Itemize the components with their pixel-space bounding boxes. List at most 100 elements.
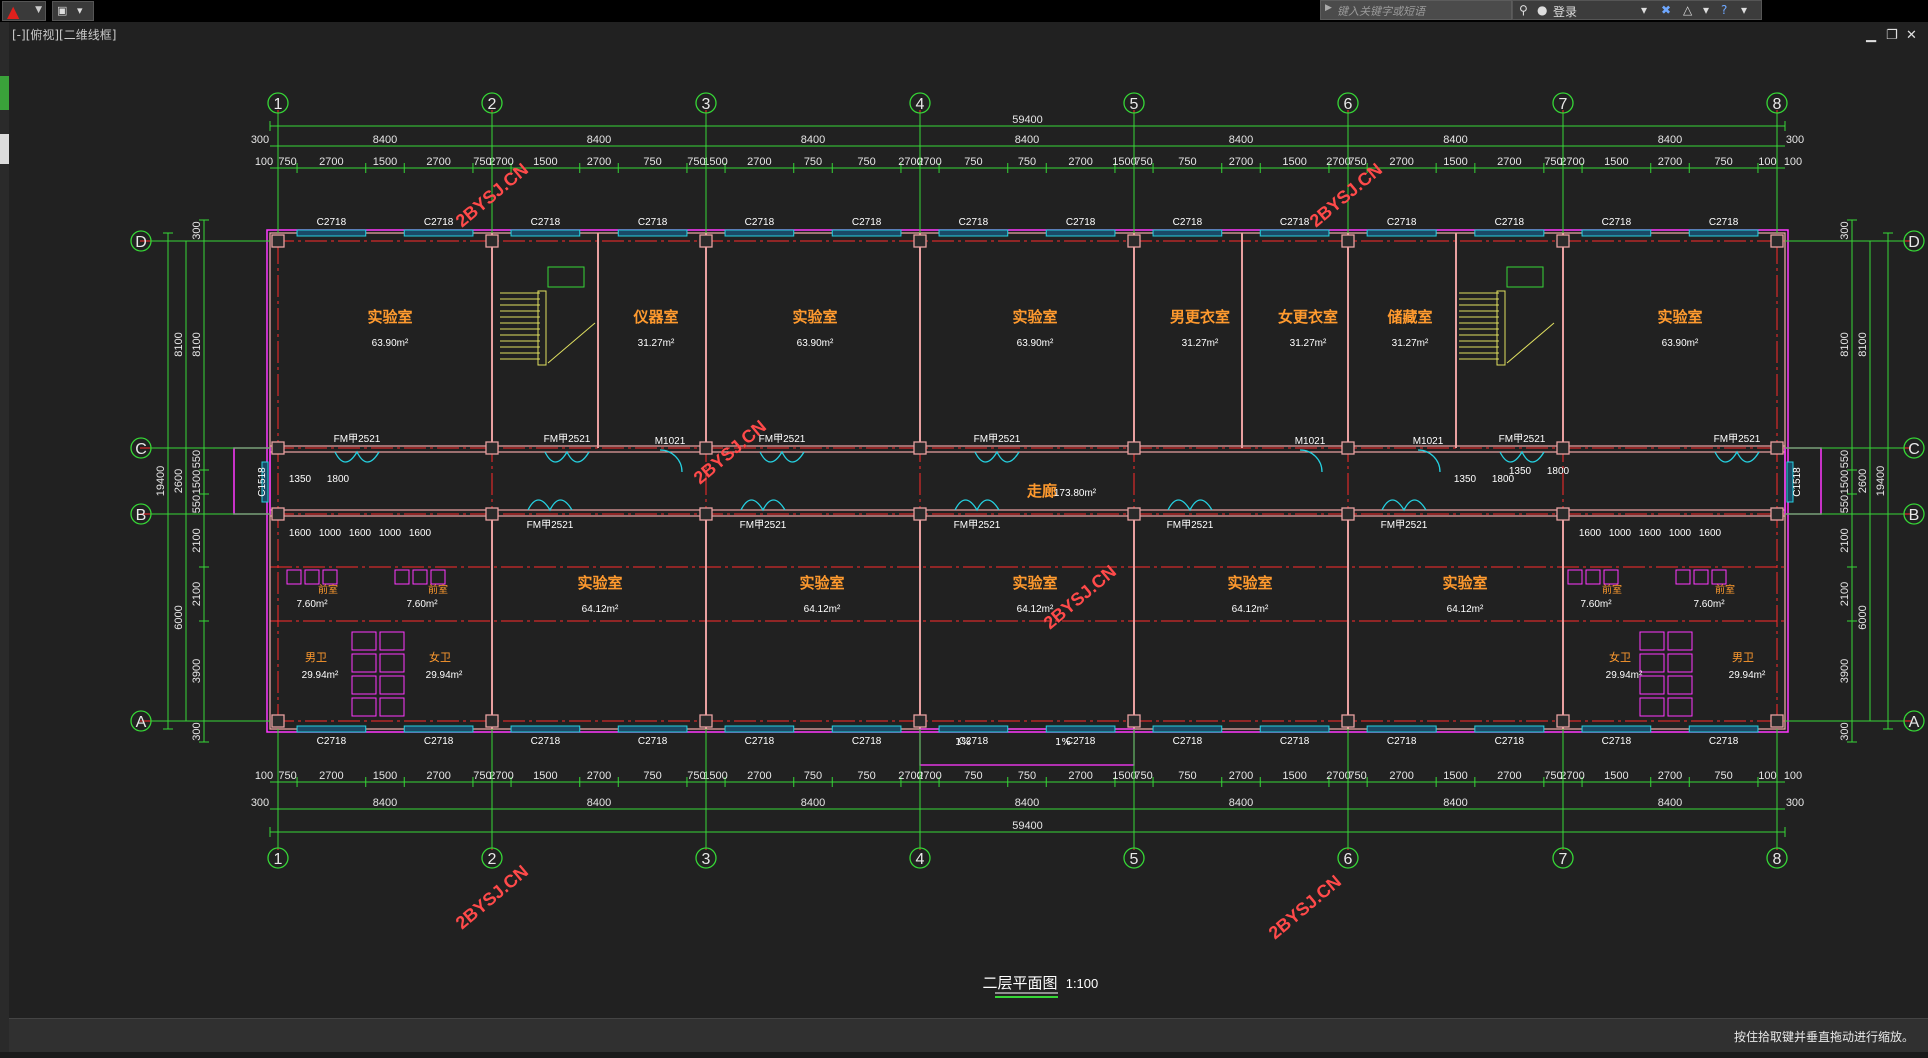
dropdown-icon[interactable]: ▾ [1641, 3, 1648, 17]
south-window-tag: C2718 [852, 736, 882, 747]
side-window-tag: C1518 [1792, 467, 1803, 497]
washroom-dim-text: 1600 [1579, 528, 1602, 539]
fire-door-swing-north [1714, 450, 1760, 463]
fire-door-swing-north [334, 450, 380, 463]
search-placeholder: 键入关键字或短语 [1337, 5, 1425, 18]
column [699, 234, 713, 248]
chevron-down-icon: ▼ [35, 5, 42, 15]
door-swing [1417, 449, 1441, 473]
bay-dimension-text: 8400 [1015, 797, 1039, 809]
washroom-dim-text: 1600 [349, 528, 372, 539]
south-window-tag: C2718 [1602, 736, 1632, 747]
user-icon[interactable]: ● [1537, 3, 1548, 17]
windows [261, 229, 1794, 733]
edge-dimension-text: 300 [1786, 797, 1804, 809]
fire-door-tag: FM甲2521 [544, 434, 591, 445]
washbasin [1711, 569, 1727, 585]
column [485, 234, 499, 248]
stair-rail [537, 290, 547, 366]
login-button[interactable]: 登录 [1553, 5, 1578, 19]
detail-dimension-text: 2700 [319, 156, 343, 168]
axis-letter: B [136, 507, 147, 524]
save-icon[interactable]: ▣ [57, 4, 68, 17]
bay-height-dimension-text: 6000 [173, 605, 185, 629]
detail-dimension-text: 2700 [1068, 770, 1092, 782]
column [1556, 507, 1570, 521]
detail-dimension-text: 1500 [1604, 770, 1628, 782]
detail-dimension-text: 750 [1018, 156, 1036, 168]
washroom-dim-text: 1000 [1669, 528, 1692, 539]
left-panel-tab-2[interactable] [0, 134, 9, 164]
exchange-icon[interactable]: ✖ [1661, 3, 1672, 17]
bottom-strip [0, 1052, 1928, 1058]
room-name: 实验室 [1012, 308, 1057, 326]
binoculars-icon[interactable]: ⚲ [1519, 3, 1528, 17]
corridor-dim-text: 1800 [327, 474, 350, 485]
application-menu-button[interactable]: ▲ ▼ [2, 1, 46, 21]
bay-dimension-text: 8400 [801, 134, 825, 146]
south-window-tag: C2718 [317, 736, 347, 747]
quick-access-toolbar[interactable]: ▣ ▾ [52, 1, 94, 21]
detail-dimension-text: 1500 [1604, 156, 1628, 168]
toilet-area: 29.94m² [1729, 670, 1766, 681]
toilet-name: 女卫 [1609, 650, 1631, 664]
toilet-left-stall [351, 697, 377, 717]
bay-dimension-text: 8400 [1229, 797, 1253, 809]
washbasin [1567, 569, 1583, 585]
drawing-title-text: 二层平面图 [982, 974, 1057, 992]
column [485, 714, 499, 728]
detail-dimension-text: 750 [1714, 156, 1732, 168]
column [271, 507, 285, 521]
status-prompt: 按住拾取键并垂直拖动进行缩放。 [1733, 1030, 1914, 1044]
left-panel-tab[interactable] [0, 76, 9, 110]
column [1770, 234, 1784, 248]
washroom-area: 7.60m² [406, 599, 438, 610]
fire-door-tag: FM甲2521 [1167, 520, 1214, 531]
bay-dimension-text: 8400 [373, 134, 397, 146]
sub-height-dimension-text: 3900 [191, 659, 203, 683]
north-window [831, 229, 902, 237]
column [913, 441, 927, 455]
help-icon[interactable]: ? [1721, 3, 1728, 17]
axis-number: 8 [1773, 851, 1782, 868]
viewport-controls-label[interactable]: [-][俯视][二维线框] [12, 28, 117, 42]
expand-arrow-icon[interactable]: ▶ [1325, 3, 1332, 13]
south-window [1474, 725, 1545, 733]
south-window [1366, 725, 1437, 733]
dropdown-icon-2[interactable]: ▾ [1703, 3, 1710, 17]
detail-dimension-text: 1500 [1112, 156, 1136, 168]
axis-letter: A [1909, 714, 1920, 731]
room-name: 实验室 [1012, 574, 1057, 592]
north-window-tag: C2718 [1173, 217, 1203, 228]
north-window [1045, 229, 1116, 237]
detail-dimension-text: 1500 [373, 156, 397, 168]
detail-dimension-text: 2700 [917, 156, 941, 168]
detail-dimension-text: 2700 [1497, 156, 1521, 168]
bay-dimension-text: 8400 [587, 134, 611, 146]
help-dropdown-icon[interactable]: ▾ [1741, 3, 1748, 17]
corridor-dim-text: 1350 [1454, 474, 1477, 485]
drawing-title: 二层平面图 1:100 [982, 974, 1098, 998]
column [1556, 714, 1570, 728]
detail-dimension-text: 1500 [1112, 770, 1136, 782]
room-name: 实验室 [792, 308, 837, 326]
minimize-icon[interactable]: ▁ [1866, 28, 1876, 43]
axis-number: 6 [1344, 851, 1353, 868]
column [1341, 507, 1355, 521]
washroom-dim-text: 1600 [409, 528, 432, 539]
column [1770, 441, 1784, 455]
toilet-right-stall [1639, 675, 1665, 695]
bay-dimension-text: 8400 [1658, 134, 1682, 146]
detail-dimension-text: 750 [804, 770, 822, 782]
search-input[interactable]: ▶ 键入关键字或短语 [1320, 0, 1512, 20]
title-bar: ▲ ▼ ▣ ▾ ▶ 键入关键字或短语 ⚲ ● 登录 ▾ ✖ △ ▾ ? ▾ [0, 0, 1928, 22]
restore-icon[interactable]: ❐ [1886, 28, 1898, 43]
close-icon[interactable]: ✕ [1906, 28, 1917, 43]
qat-dropdown-icon[interactable]: ▾ [77, 4, 83, 17]
detail-dimension-text: 2700 [1658, 156, 1682, 168]
connect-icon[interactable]: △ [1683, 3, 1693, 17]
